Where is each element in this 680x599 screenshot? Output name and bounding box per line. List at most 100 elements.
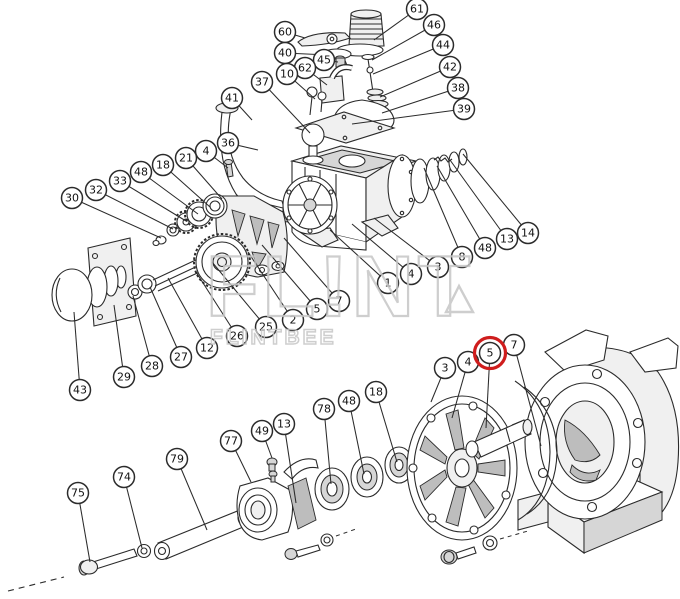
callout-circle[interactable] — [225, 324, 249, 348]
callout-74[interactable]: 74 — [112, 465, 143, 549]
callout-5[interactable]: 5 — [478, 341, 502, 429]
callout-10[interactable]: 10 — [275, 62, 316, 100]
callout-8[interactable]: 8 — [423, 167, 474, 269]
callout-number: 13 — [500, 233, 514, 246]
callout-circle[interactable] — [446, 76, 470, 100]
leader-line — [323, 408, 332, 485]
callout-46[interactable]: 46 — [371, 13, 446, 61]
callout-circle[interactable] — [68, 378, 92, 402]
callout-4[interactable]: 4 — [451, 350, 480, 419]
callout-circle[interactable] — [151, 153, 175, 177]
callout-circle[interactable] — [405, 0, 429, 21]
callout-5[interactable]: 5 — [261, 244, 329, 321]
callout-circle[interactable] — [220, 86, 244, 110]
callout-circle[interactable] — [422, 13, 446, 37]
callout-4[interactable]: 4 — [194, 139, 229, 169]
callout-61[interactable]: 61 — [373, 0, 429, 41]
callout-45[interactable]: 45 — [312, 48, 339, 72]
callout-2[interactable]: 2 — [247, 251, 305, 332]
callout-1[interactable]: 1 — [329, 229, 400, 295]
callout-25[interactable]: 25 — [211, 261, 278, 339]
callout-circle[interactable] — [281, 308, 305, 332]
callout-4[interactable]: 4 — [351, 223, 423, 286]
callout-circle[interactable] — [452, 97, 476, 121]
callout-circle[interactable] — [450, 245, 474, 269]
callout-circle[interactable] — [364, 380, 388, 404]
callout-circle[interactable] — [108, 169, 132, 193]
callout-3[interactable]: 3 — [373, 217, 450, 279]
callout-30[interactable]: 30 — [60, 186, 162, 239]
leader-line — [379, 66, 451, 98]
callout-circle[interactable] — [327, 289, 351, 313]
callout-circle[interactable] — [84, 178, 108, 202]
callout-circle[interactable] — [66, 481, 90, 505]
callout-circle[interactable] — [438, 55, 462, 79]
callout-circle[interactable] — [60, 186, 84, 210]
callout-circle[interactable] — [337, 389, 361, 413]
callout-circle[interactable] — [312, 48, 336, 72]
callout-42[interactable]: 42 — [379, 55, 462, 98]
callout-circle[interactable] — [174, 146, 198, 170]
callout-18[interactable]: 18 — [151, 153, 211, 208]
callout-38[interactable]: 38 — [381, 76, 470, 114]
callout-44[interactable]: 44 — [372, 33, 455, 75]
callout-21[interactable]: 21 — [174, 146, 223, 200]
callout-circle[interactable] — [495, 227, 519, 251]
callout-circle[interactable] — [254, 315, 278, 339]
callout-29[interactable]: 29 — [112, 304, 136, 389]
callout-circle[interactable] — [305, 297, 329, 321]
callout-37[interactable]: 37 — [250, 70, 311, 134]
callout-circle[interactable] — [169, 345, 193, 369]
callout-7[interactable]: 7 — [283, 237, 351, 313]
callout-circle[interactable] — [129, 160, 153, 184]
callout-48[interactable]: 48 — [337, 389, 365, 475]
callout-circle[interactable] — [478, 341, 502, 365]
callout-48[interactable]: 48 — [436, 165, 497, 260]
callout-13[interactable]: 13 — [272, 412, 297, 504]
callout-78[interactable]: 78 — [312, 397, 336, 485]
callout-60[interactable]: 60 — [273, 20, 306, 44]
callout-79[interactable]: 79 — [165, 447, 208, 531]
callout-circle[interactable] — [165, 447, 189, 471]
callout-circle[interactable] — [376, 271, 400, 295]
callout-circle[interactable] — [250, 419, 274, 443]
callout-33[interactable]: 33 — [108, 169, 187, 222]
callout-circle[interactable] — [219, 429, 243, 453]
callout-75[interactable]: 75 — [66, 481, 91, 563]
callout-circle[interactable] — [431, 33, 455, 57]
callout-circle[interactable] — [250, 70, 274, 94]
callout-36[interactable]: 36 — [216, 131, 259, 155]
callout-circle[interactable] — [275, 62, 299, 86]
callout-circle[interactable] — [140, 354, 164, 378]
callout-7[interactable]: 7 — [502, 333, 542, 447]
callout-circle[interactable] — [399, 262, 423, 286]
callout-12[interactable]: 12 — [167, 277, 219, 360]
callout-circle[interactable] — [194, 139, 218, 163]
callout-circle[interactable] — [312, 397, 336, 421]
callout-39[interactable]: 39 — [351, 97, 476, 125]
callout-77[interactable]: 77 — [219, 429, 252, 483]
callout-circle[interactable] — [272, 412, 296, 436]
callout-28[interactable]: 28 — [132, 295, 164, 378]
callout-circle[interactable] — [516, 221, 540, 245]
callout-13[interactable]: 13 — [449, 159, 519, 251]
callout-48[interactable]: 48 — [129, 160, 199, 215]
callout-43[interactable]: 43 — [68, 311, 92, 402]
highlight-ring[interactable] — [472, 335, 508, 371]
callout-circle[interactable] — [195, 336, 219, 360]
callout-3[interactable]: 3 — [430, 356, 457, 403]
callout-18[interactable]: 18 — [364, 380, 398, 463]
callout-27[interactable]: 27 — [149, 286, 193, 369]
callout-14[interactable]: 14 — [462, 153, 540, 245]
callout-circle[interactable] — [433, 356, 457, 380]
callout-circle[interactable] — [112, 465, 136, 489]
callout-26[interactable]: 26 — [195, 271, 249, 348]
callout-32[interactable]: 32 — [84, 178, 174, 230]
callout-circle[interactable] — [112, 365, 136, 389]
callout-circle[interactable] — [216, 131, 240, 155]
callout-number: 1 — [385, 277, 392, 290]
callout-49[interactable]: 49 — [250, 419, 274, 459]
callout-41[interactable]: 41 — [220, 86, 253, 121]
callout-circle[interactable] — [426, 255, 450, 279]
callout-circle[interactable] — [473, 236, 497, 260]
